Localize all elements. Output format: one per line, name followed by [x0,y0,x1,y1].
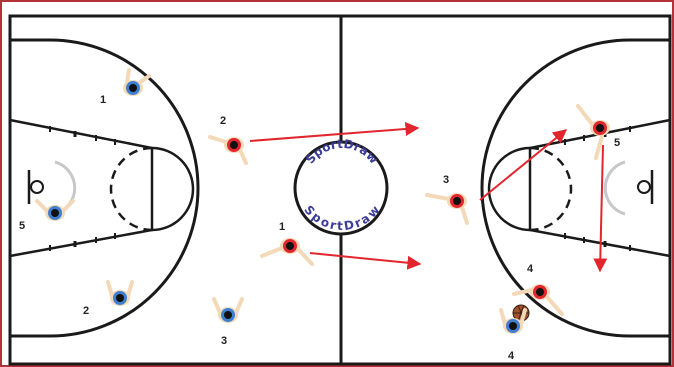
hoop-right [638,181,650,193]
right-half-court [482,40,670,336]
three-point-arc-left [10,40,198,336]
hoop-left [31,181,43,193]
player-number-offense-3: 3 [443,174,449,186]
player-number-defense-3: 3 [221,335,227,347]
player-offense-icon [578,106,610,158]
player-number-offense-1: 1 [279,221,285,233]
player-offense-icon [427,193,467,223]
player-number-offense-4: 4 [527,263,534,275]
player-number-defense-1: 1 [100,94,106,106]
pass-1-upcourt [310,253,420,264]
left-half-court [10,40,198,336]
player-offense-icon [262,238,312,264]
player-defense-icon [108,282,132,306]
player-defense-icon [37,201,73,221]
free-throw-circle-left-dashed [111,148,152,230]
player-defense-icon [214,299,242,323]
three-point-arc-right [482,40,670,336]
player-number-defense-4: 4 [508,350,515,362]
cut-5-down [600,145,603,271]
player-number-offense-2: 2 [220,115,226,127]
player-number-offense-5: 5 [614,137,620,149]
player-number-defense-2: 2 [83,305,89,317]
player-offense-icon [210,137,246,163]
pass-3-to-5 [480,130,566,200]
restricted-arc-right [605,162,625,214]
player-number-defense-5: 5 [19,220,25,232]
free-throw-circle-right-dashed [530,148,571,230]
free-throw-circle-right-solid [489,148,530,230]
free-throw-circle-left-solid [152,148,193,230]
